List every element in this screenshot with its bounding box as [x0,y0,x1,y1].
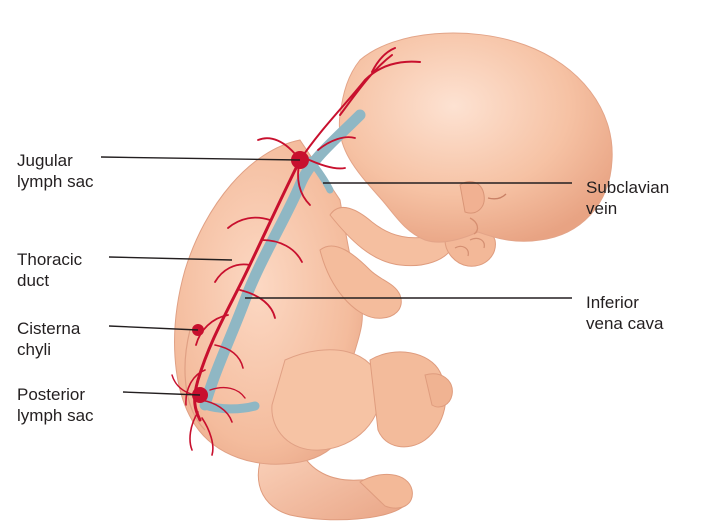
label-jugular-lymph-sac: Jugular lymph sac [17,150,94,192]
fetus-body [175,33,613,520]
label-inferior-vena-cava: Inferior vena cava [586,292,664,334]
label-subclavian-vein: Subclavian vein [586,177,669,219]
label-cisterna-chyli: Cisterna chyli [17,318,80,360]
vein-branch [205,405,255,409]
label-thoracic-duct: Thoracic duct [17,249,82,291]
thigh [272,350,381,450]
label-posterior-lymph-sac: Posterior lymph sac [17,384,94,426]
